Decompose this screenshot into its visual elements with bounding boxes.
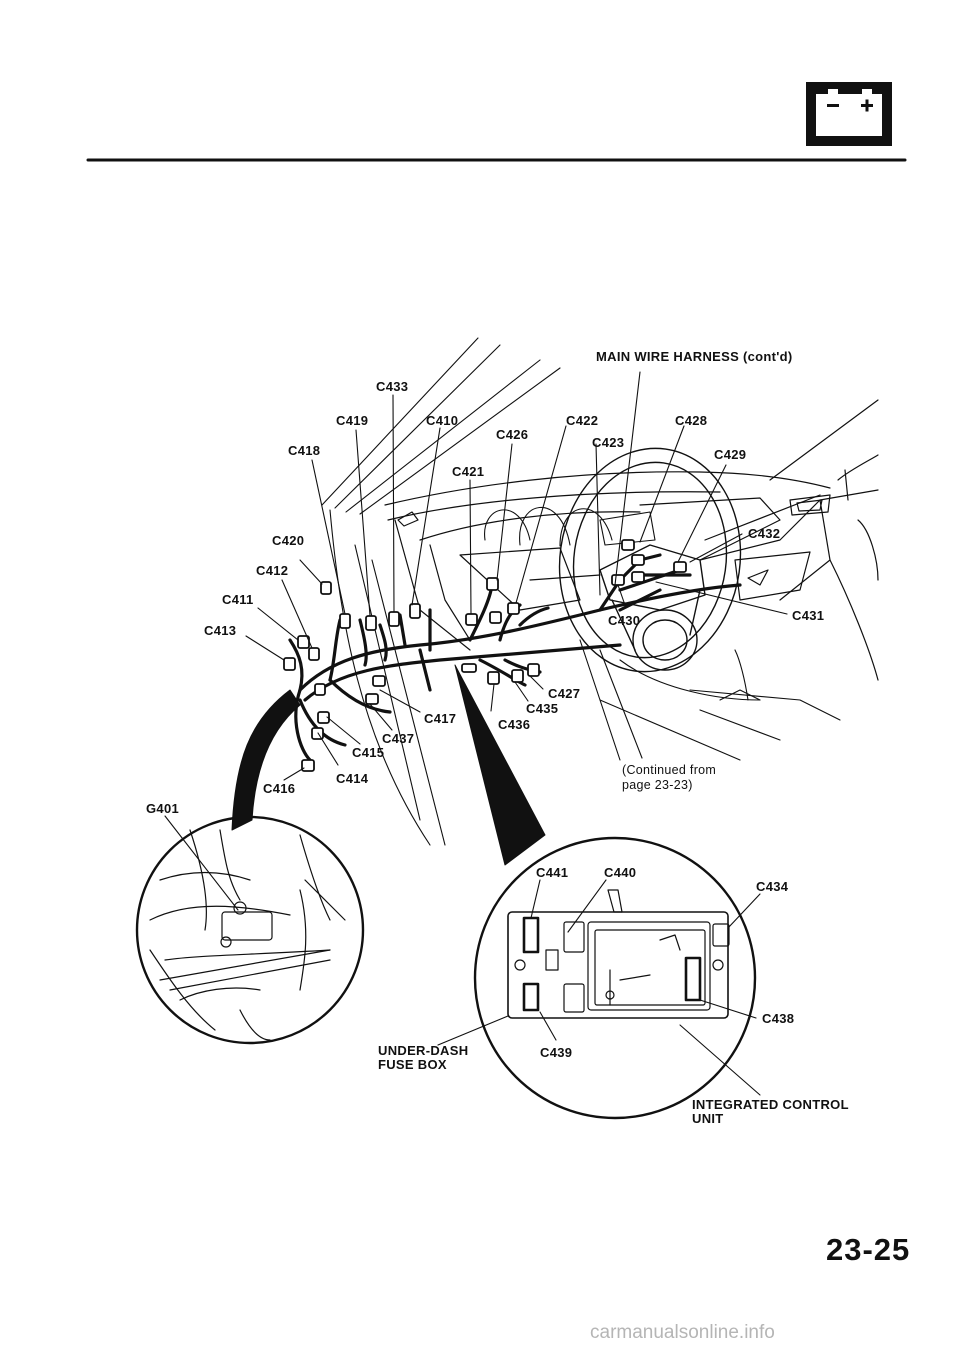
connector-label-c418: C418: [288, 443, 321, 458]
connector-label-c427: C427: [548, 686, 581, 701]
connector-label-c423: C423: [592, 435, 625, 450]
connector-label-c436: C436: [498, 717, 531, 732]
inset-pointer-left: [231, 689, 301, 831]
ground-label-g401: G401: [146, 801, 180, 816]
connector-label-c411: C411: [222, 592, 254, 607]
windshield-lines: [321, 337, 561, 846]
instrument-cluster: [484, 506, 656, 547]
connector-label-c416: C416: [263, 781, 296, 796]
continued-note: (Continued from page 23-23): [622, 763, 717, 792]
steering-wheel: [558, 447, 742, 673]
connector-label-c434: C434: [756, 879, 789, 894]
battery-icon: [806, 82, 892, 146]
connector-blocks: [283, 539, 687, 772]
connector-label-c435: C435: [526, 701, 559, 716]
connector-label-c438: C438: [762, 1011, 795, 1026]
connector-label-c419: C419: [336, 413, 369, 428]
connector-label-c430: C430: [608, 613, 641, 628]
connector-label-c428: C428: [675, 413, 708, 428]
watermark[interactable]: carmanualsonline.info: [590, 1322, 775, 1343]
connector-label-c413: C413: [204, 623, 237, 638]
connector-label-c437: C437: [382, 731, 415, 746]
diagram-title: MAIN WIRE HARNESS (cont'd): [596, 349, 793, 364]
connector-label-c417: C417: [424, 711, 457, 726]
fuse-box-label: UNDER-DASH FUSE BOX: [378, 1043, 469, 1072]
connector-label-c414: C414: [336, 771, 369, 786]
fuse-box-inset: [473, 836, 757, 1120]
connector-label-c420: C420: [272, 533, 305, 548]
connector-label-c421: C421: [452, 464, 485, 479]
connector-label-c440: C440: [604, 865, 637, 880]
center-console: [579, 639, 841, 761]
connector-label-c412: C412: [256, 563, 289, 578]
connector-label-c429: C429: [714, 447, 747, 462]
connector-label-c441: C441: [536, 865, 569, 880]
connector-label-c439: C439: [540, 1045, 573, 1060]
connector-label-c422: C422: [566, 413, 599, 428]
control-unit-label: INTEGRATED CONTROL UNIT: [692, 1097, 849, 1126]
inset-pointer: [454, 664, 546, 866]
page-number: 23-25: [826, 1232, 911, 1267]
connector-label-c426: C426: [496, 427, 529, 442]
connector-label-c433: C433: [376, 379, 409, 394]
connector-label-c410: C410: [426, 413, 459, 428]
connector-label-c415: C415: [352, 745, 385, 760]
leader-lines: [164, 371, 788, 1096]
main-wire-harness: [288, 553, 742, 762]
connector-label-c432: C432: [748, 526, 781, 541]
connector-label-c431: C431: [792, 608, 825, 623]
